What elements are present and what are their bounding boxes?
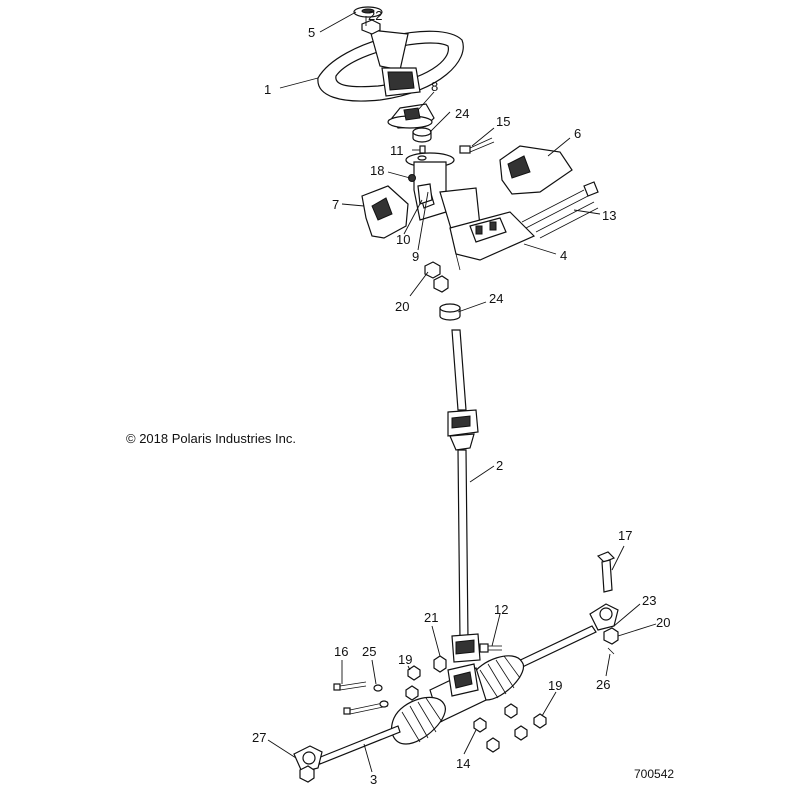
right-castle-nut [603, 627, 619, 645]
cotter-pin [607, 647, 615, 655]
copyright-notice: © 2018 Polaris Industries Inc. [126, 431, 296, 446]
callout-20: 20 [395, 299, 409, 314]
callout-11: 11 [390, 143, 404, 158]
callout-2: 2 [496, 458, 503, 473]
callout-5: 5 [308, 25, 315, 40]
callout-12: 12 [494, 602, 508, 617]
right-tie-rod-end [589, 603, 619, 631]
intermediate-shaft [447, 329, 481, 663]
left-tie-rod-end [293, 745, 323, 783]
rack-nuts-right [504, 703, 547, 741]
upper-bushing [412, 127, 432, 143]
callout-14: 14 [456, 756, 470, 771]
callout-20-right: 20 [656, 615, 670, 630]
callout-22: 22 [368, 8, 382, 23]
pinion-bolt [479, 643, 502, 653]
callout-15: 15 [496, 114, 510, 129]
callout-17: 17 [618, 528, 632, 543]
callout-3: 3 [370, 772, 377, 787]
upper-bolt [596, 551, 616, 593]
rack-nuts-left [405, 665, 421, 701]
leader-lines [267, 11, 657, 773]
callout-24-lower: 24 [489, 291, 503, 306]
callout-16: 16 [334, 644, 348, 659]
left-shroud [361, 185, 409, 239]
column-latch [417, 183, 433, 205]
callout-9: 9 [412, 249, 419, 264]
pivot-bolt [459, 137, 495, 154]
column-nuts [424, 261, 449, 293]
callout-10: 10 [396, 232, 410, 247]
callout-27: 27 [252, 730, 266, 745]
mount-bolts [521, 181, 599, 239]
callout-1: 1 [264, 82, 271, 97]
callout-13: 13 [602, 208, 616, 223]
lower-bushing [439, 303, 461, 321]
callout-21: 21 [424, 610, 438, 625]
pinion-nut [433, 655, 447, 673]
callout-19-right: 19 [548, 678, 562, 693]
horn-cap [353, 6, 383, 18]
callout-labels: 5 22 1 8 24 15 6 11 18 7 10 9 13 4 20 24… [252, 8, 670, 787]
callout-6: 6 [574, 126, 581, 141]
steering-wheel [317, 29, 464, 102]
callout-23: 23 [642, 593, 656, 608]
callout-25: 25 [362, 644, 376, 659]
callout-7: 7 [332, 197, 339, 212]
callout-4: 4 [560, 248, 567, 263]
document-number: 700542 [634, 767, 674, 781]
wheel-adapter [387, 103, 435, 129]
right-shroud [499, 145, 573, 195]
callout-19: 19 [398, 652, 412, 667]
small-screw [417, 145, 427, 161]
callout-8: 8 [431, 79, 438, 94]
steering-column-bracket [405, 152, 536, 271]
wheel-nut [361, 19, 381, 35]
steering-rack [317, 625, 597, 765]
callout-24: 24 [455, 106, 469, 121]
callout-18: 18 [370, 163, 384, 178]
rack-washers [373, 684, 389, 708]
callout-26: 26 [596, 677, 610, 692]
rack-nuts-lower [473, 717, 500, 753]
